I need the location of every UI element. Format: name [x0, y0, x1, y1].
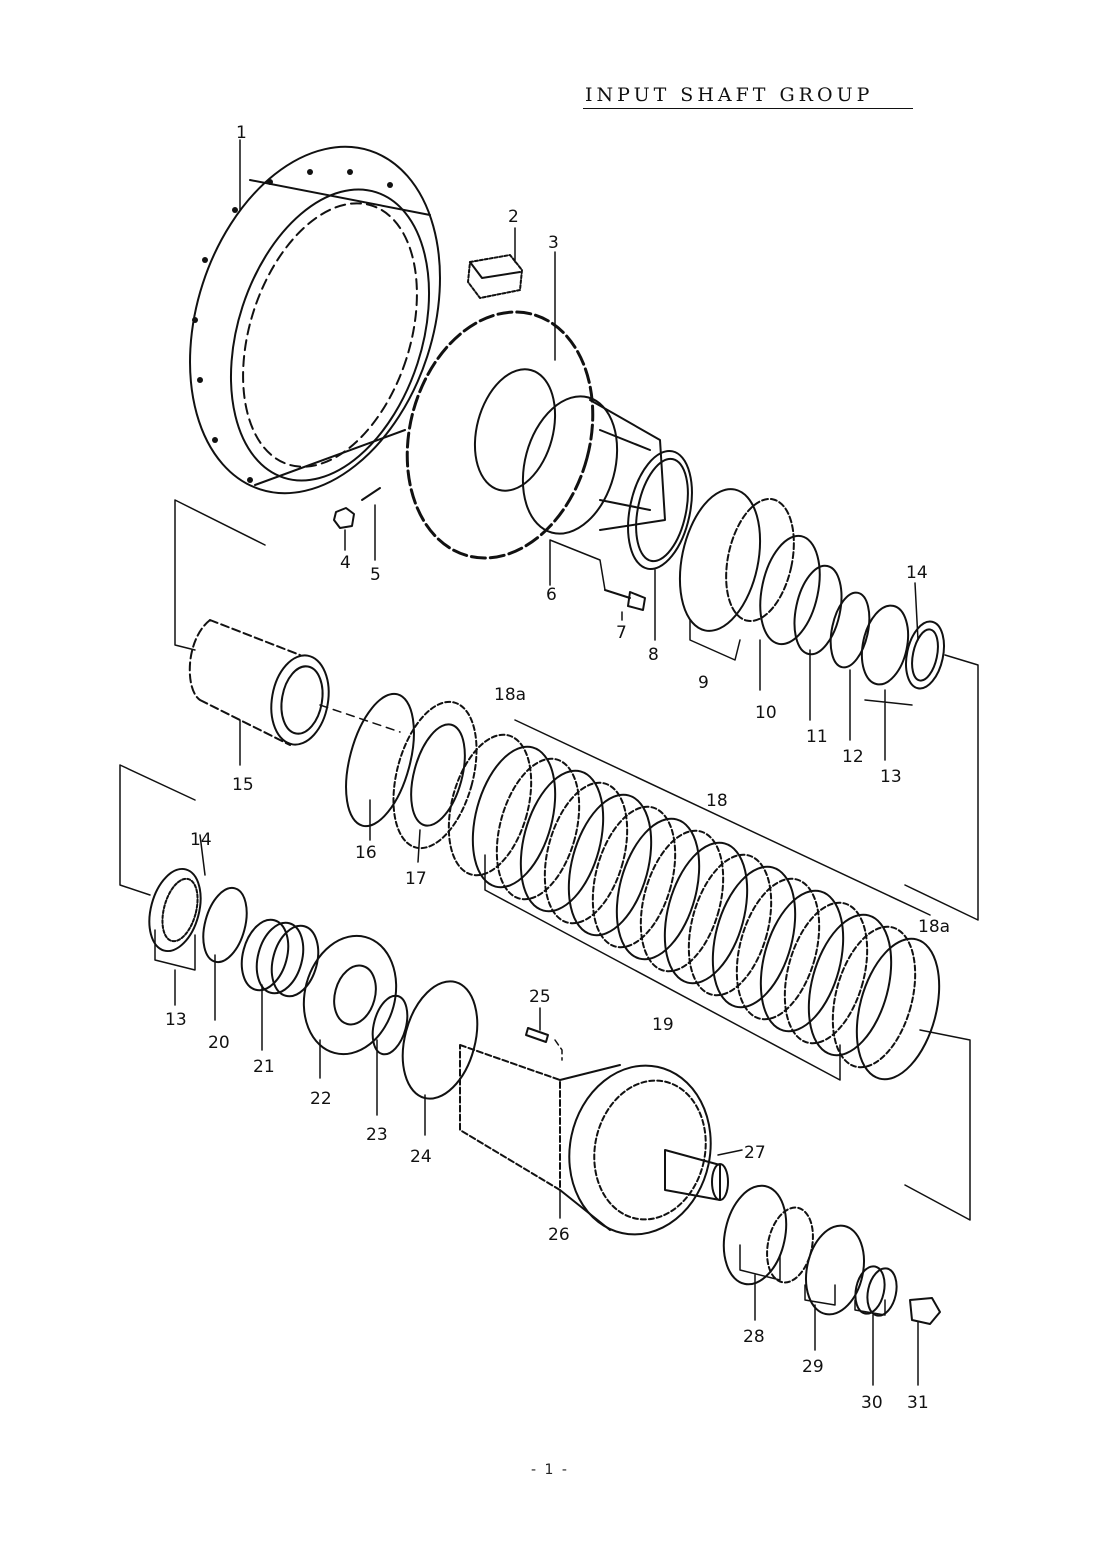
- part-16-snap-ring: [345, 692, 415, 828]
- title-underline: [583, 108, 913, 109]
- callout-18a: 18a: [494, 685, 526, 705]
- clutch-pack-outline: [484, 719, 931, 1081]
- clutch-plate: [831, 925, 917, 1069]
- callout-14: 14: [906, 563, 928, 583]
- callout-16: 16: [355, 843, 377, 863]
- callout-20: 20: [208, 1033, 230, 1053]
- callout-31: 31: [907, 1393, 929, 1413]
- callout-12: 12: [842, 747, 864, 767]
- part-7-bolt: [604, 589, 646, 611]
- callout-1: 1: [236, 123, 247, 143]
- callout-18a: 18a: [918, 917, 950, 937]
- clutch-plate: [519, 769, 605, 913]
- part-13-bearing-upper: [860, 604, 910, 686]
- clutch-plate: [663, 841, 749, 985]
- callout-13: 13: [880, 767, 902, 787]
- part-4-nut: [333, 507, 355, 529]
- clutch-plate: [783, 901, 869, 1045]
- callout-27: 27: [744, 1143, 766, 1163]
- callout-28: 28: [743, 1327, 765, 1347]
- callout-15: 15: [232, 775, 254, 795]
- part-5-pin: [361, 487, 381, 501]
- part-8-ring: [627, 449, 693, 571]
- part-11-ring: [793, 564, 843, 656]
- clutch-plate: [471, 745, 557, 889]
- clutch-plate: [639, 829, 725, 973]
- part-14-bearing-upper: [905, 620, 945, 690]
- part-15-spline-hub: [188, 619, 330, 746]
- part-10-ring: [759, 534, 821, 646]
- part-9-bearing: [678, 488, 795, 632]
- callout-26: 26: [548, 1225, 570, 1245]
- part-21-spring: [240, 918, 320, 998]
- callout-6: 6: [546, 585, 557, 605]
- callout-18: 18: [706, 791, 728, 811]
- part-27-shaft: [664, 1149, 729, 1201]
- part-20-ring: [202, 886, 248, 964]
- part-30-spring: [854, 1265, 898, 1317]
- part-1-ring-housing: [189, 145, 441, 495]
- page-number: - 1 -: [531, 1462, 569, 1478]
- callout-19: 19: [652, 1015, 674, 1035]
- callout-5: 5: [370, 565, 381, 585]
- callout-labels: 12345678910111213141516171818a18a1913142…: [165, 123, 950, 1413]
- callout-23: 23: [366, 1125, 388, 1145]
- callout-4: 4: [340, 553, 351, 573]
- callout-7: 7: [616, 623, 627, 643]
- part-6-hub: [521, 395, 666, 535]
- callout-29: 29: [802, 1357, 824, 1377]
- clutch-plate: [735, 877, 821, 1021]
- part-22-piston: [302, 934, 398, 1056]
- clutch-plate: [687, 853, 773, 997]
- part-12-ring: [829, 591, 871, 669]
- part-23-o-ring: [371, 994, 409, 1056]
- callout-21: 21: [253, 1057, 275, 1077]
- callout-13: 13: [165, 1010, 187, 1030]
- part-3-sprocket: [405, 310, 595, 560]
- part-25-pin: [525, 1027, 549, 1043]
- clutch-plate: [855, 937, 941, 1081]
- clutch-plate: [591, 805, 677, 949]
- part-2-block: [467, 254, 523, 299]
- callout-17: 17: [405, 869, 427, 889]
- part-24-ring: [401, 980, 479, 1100]
- clutch-plate: [495, 757, 581, 901]
- clutch-plate: [711, 865, 797, 1009]
- callout-3: 3: [548, 233, 559, 253]
- part-26-drum: [459, 1044, 712, 1236]
- callout-25: 25: [529, 987, 551, 1007]
- clutch-plate: [807, 913, 893, 1057]
- callout-22: 22: [310, 1089, 332, 1109]
- part-13-bearing-lower: [148, 867, 202, 953]
- clutch-plate: [543, 781, 629, 925]
- callout-11: 11: [806, 727, 828, 747]
- callout-10: 10: [755, 703, 777, 723]
- leader-lines: [119, 139, 979, 1386]
- callout-14: 14: [190, 830, 212, 850]
- part-18-19-clutch-pack: [447, 719, 941, 1081]
- callout-30: 30: [861, 1393, 883, 1413]
- callout-24: 24: [410, 1147, 432, 1167]
- part-31-nut: [909, 1297, 941, 1325]
- clutch-plate: [759, 889, 845, 1033]
- part-29-ring: [805, 1224, 865, 1316]
- clutch-plate: [567, 793, 653, 937]
- diagram-title: INPUT SHAFT GROUP: [585, 84, 874, 106]
- callout-2: 2: [508, 207, 519, 227]
- part-28-bearing: [722, 1184, 814, 1286]
- clutch-plate: [447, 733, 533, 877]
- callout-8: 8: [648, 645, 659, 665]
- clutch-plate: [615, 817, 701, 961]
- callout-9: 9: [698, 673, 709, 693]
- part-17-plate: [392, 700, 478, 850]
